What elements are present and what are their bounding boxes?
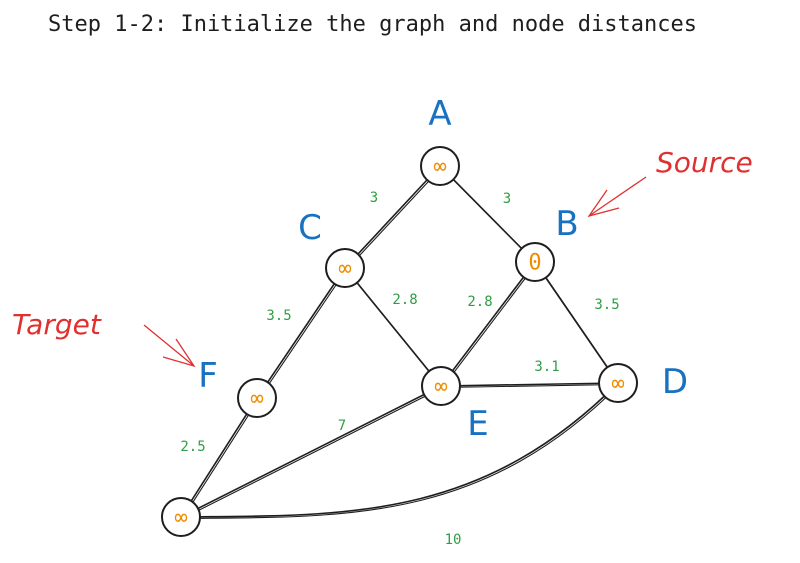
edge-c-e	[344, 267, 443, 388]
edge-g-d	[180, 382, 620, 520]
node-label-c: C	[298, 208, 322, 248]
edge-e-d	[440, 382, 620, 389]
edge-e-g	[180, 385, 443, 519]
target-annotation: Target	[12, 308, 196, 368]
target-arrow-icon	[143, 324, 196, 368]
node-distance: ∞	[338, 257, 351, 282]
node-label-a: A	[428, 94, 451, 134]
node-circle	[421, 366, 461, 406]
edge-weight-e-g: 7	[338, 418, 346, 434]
edge-weight-c-f: 3.5	[266, 308, 291, 324]
edge-weight-b-e: 2.8	[467, 294, 492, 310]
node-c: ∞	[325, 248, 365, 288]
edge-a-b	[439, 165, 537, 264]
diagram-title: Step 1-2: Initialize the graph and node …	[48, 12, 698, 37]
edge-f-g	[180, 397, 259, 519]
node-f: ∞	[237, 378, 277, 418]
node-label-e: E	[467, 404, 488, 444]
edge-b-d	[534, 261, 620, 385]
labels-layer: A B C D E F	[198, 94, 688, 444]
node-circle	[161, 497, 201, 537]
node-label-d: D	[662, 362, 688, 402]
node-b: 0	[515, 242, 555, 282]
node-distance: ∞	[174, 506, 187, 531]
edge-weight-c-e: 2.8	[392, 292, 417, 308]
edge-weight-b-d: 3.5	[594, 297, 619, 313]
node-distance: ∞	[434, 375, 447, 400]
edge-weight-f-g: 2.5	[180, 439, 205, 455]
node-distance: ∞	[250, 387, 263, 412]
node-distance: 0	[528, 251, 541, 276]
node-e: ∞	[421, 366, 461, 406]
edge-c-f	[256, 267, 347, 400]
node-circle	[325, 248, 365, 288]
node-label-b: B	[555, 204, 578, 244]
node-g: ∞	[161, 497, 201, 537]
node-circle	[420, 146, 460, 186]
edge-b-e	[440, 261, 537, 388]
nodes-layer: ∞ 0 ∞ ∞ ∞ ∞ ∞	[161, 146, 638, 537]
edge-weight-e-d: 3.1	[534, 359, 559, 375]
edge-weight-g-d: 10	[445, 532, 462, 548]
target-annotation-text: Target	[12, 308, 102, 341]
source-annotation: Source	[587, 146, 753, 218]
node-circle	[237, 378, 277, 418]
weights-layer: 3 3 2.8 2.8 3.5 3.5 3.1 7 2.5 10	[180, 190, 619, 548]
node-distance: ∞	[433, 155, 446, 180]
node-a: ∞	[420, 146, 460, 186]
node-circle	[515, 242, 555, 282]
edge-weight-a-c: 3	[370, 190, 378, 206]
edges-layer	[180, 165, 620, 520]
source-annotation-text: Source	[656, 146, 753, 179]
node-circle	[598, 363, 638, 403]
node-label-f: F	[198, 356, 218, 396]
node-distance: ∞	[611, 372, 624, 397]
edge-weight-a-b: 3	[503, 191, 511, 207]
source-arrow-icon	[587, 176, 647, 218]
node-d: ∞	[598, 363, 638, 403]
edge-a-c	[344, 165, 442, 270]
